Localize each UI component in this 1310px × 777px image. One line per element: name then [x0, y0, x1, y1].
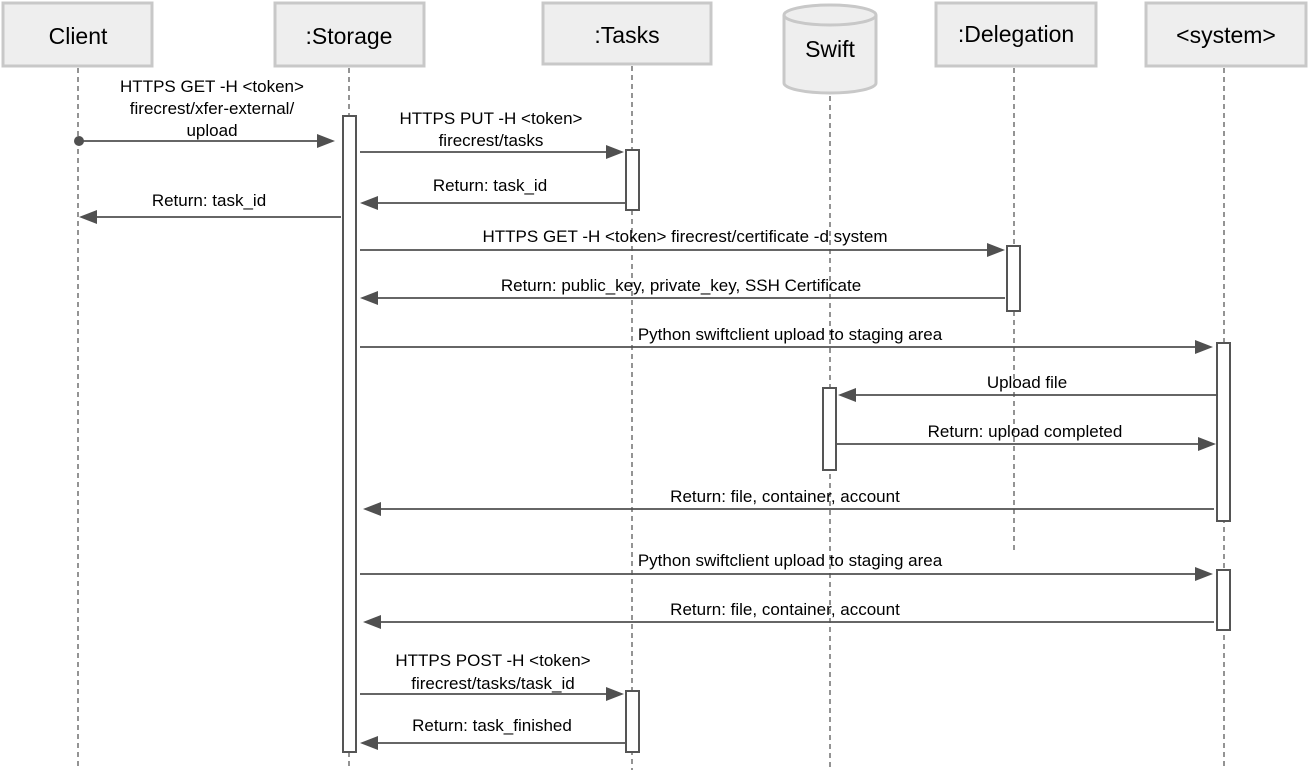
arrow-head-icon — [987, 243, 1005, 257]
message-swift-return: Return: upload completed — [837, 422, 1216, 451]
message-label: Return: task_id — [433, 176, 547, 195]
message-label: Return: task_finished — [412, 716, 572, 735]
message-delegation-return: Return: public_key, private_key, SSH Cer… — [360, 276, 1005, 305]
arrow-head-icon — [363, 615, 381, 629]
arrow-head-icon — [360, 736, 378, 750]
message-storage-return-to-client: Return: task_id — [79, 191, 341, 224]
participant-storage: :Storage — [273, 1, 426, 68]
message-label: Upload file — [987, 373, 1067, 392]
message-client-to-storage: HTTPS GET -H <token> firecrest/xfer-exte… — [74, 77, 335, 148]
participant-storage-label: :Storage — [306, 23, 393, 49]
activation-tasks-1 — [625, 149, 640, 211]
message-storage-to-tasks: HTTPS PUT -H <token> firecrest/tasks — [360, 109, 624, 159]
participant-client-label: Client — [49, 23, 108, 49]
activation-swift — [822, 387, 837, 471]
message-storage-to-delegation: HTTPS GET -H <token> firecrest/certifica… — [360, 227, 1005, 257]
message-label: Return: task_id — [152, 191, 266, 210]
message-label: firecrest/tasks/task_id — [411, 674, 574, 693]
message-system-return-2: Return: file, container, account — [363, 600, 1214, 629]
message-label: Return: file, container, account — [670, 487, 900, 506]
message-label: Return: upload completed — [928, 422, 1123, 441]
arrow-head-icon — [1195, 567, 1213, 581]
message-label: firecrest/tasks — [439, 131, 544, 150]
message-label: Return: public_key, private_key, SSH Cer… — [501, 276, 861, 295]
participant-swift-label: Swift — [805, 36, 855, 62]
participant-delegation-label: :Delegation — [958, 21, 1074, 47]
arrow-head-icon — [838, 388, 856, 402]
arrow-head-icon — [606, 145, 624, 159]
message-label: firecrest/xfer-external/ — [130, 99, 295, 118]
arrow-head-icon — [1198, 437, 1216, 451]
message-storage-to-tasks-post: HTTPS POST -H <token> firecrest/tasks/ta… — [360, 651, 624, 701]
arrow-head-icon — [317, 134, 335, 148]
participant-client: Client — [1, 1, 154, 68]
message-storage-to-system-2: Python swiftclient upload to staging are… — [360, 551, 1213, 581]
message-label: HTTPS PUT -H <token> — [400, 109, 583, 128]
database-cylinder-top — [782, 3, 878, 27]
arrow-head-icon — [363, 502, 381, 516]
message-label: Python swiftclient upload to staging are… — [638, 325, 943, 344]
activation-system-2 — [1216, 569, 1231, 631]
participant-system-label: <system> — [1176, 22, 1276, 48]
message-system-to-swift: Upload file — [838, 373, 1218, 402]
arrow-head-icon — [360, 196, 378, 210]
arrow-head-icon — [360, 291, 378, 305]
participant-tasks-label: :Tasks — [594, 22, 659, 48]
arrow-head-icon — [79, 210, 97, 224]
activation-delegation — [1006, 245, 1021, 312]
participant-swift-database: Swift — [782, 3, 878, 95]
message-storage-to-system-1: Python swiftclient upload to staging are… — [360, 325, 1213, 354]
message-tasks-return: Return: task_id — [360, 176, 625, 210]
arrow-head-icon — [606, 687, 624, 701]
message-system-return-1: Return: file, container, account — [363, 487, 1214, 516]
message-label: Python swiftclient upload to staging are… — [638, 551, 943, 570]
participant-tasks: :Tasks — [541, 1, 713, 66]
participant-system: <system> — [1144, 1, 1308, 68]
activation-system-1 — [1216, 342, 1231, 522]
message-label: Return: file, container, account — [670, 600, 900, 619]
message-label: HTTPS GET -H <token> — [120, 77, 304, 96]
database-cylinder-icon — [782, 15, 878, 95]
participant-delegation: :Delegation — [934, 1, 1098, 68]
message-label: upload — [186, 121, 237, 140]
message-label: HTTPS GET -H <token> firecrest/certifica… — [483, 227, 888, 246]
message-tasks-finished-return: Return: task_finished — [360, 716, 625, 750]
activation-storage — [342, 115, 357, 753]
arrow-head-icon — [1195, 340, 1213, 354]
message-label: HTTPS POST -H <token> — [395, 651, 590, 670]
activation-tasks-2 — [625, 690, 640, 753]
